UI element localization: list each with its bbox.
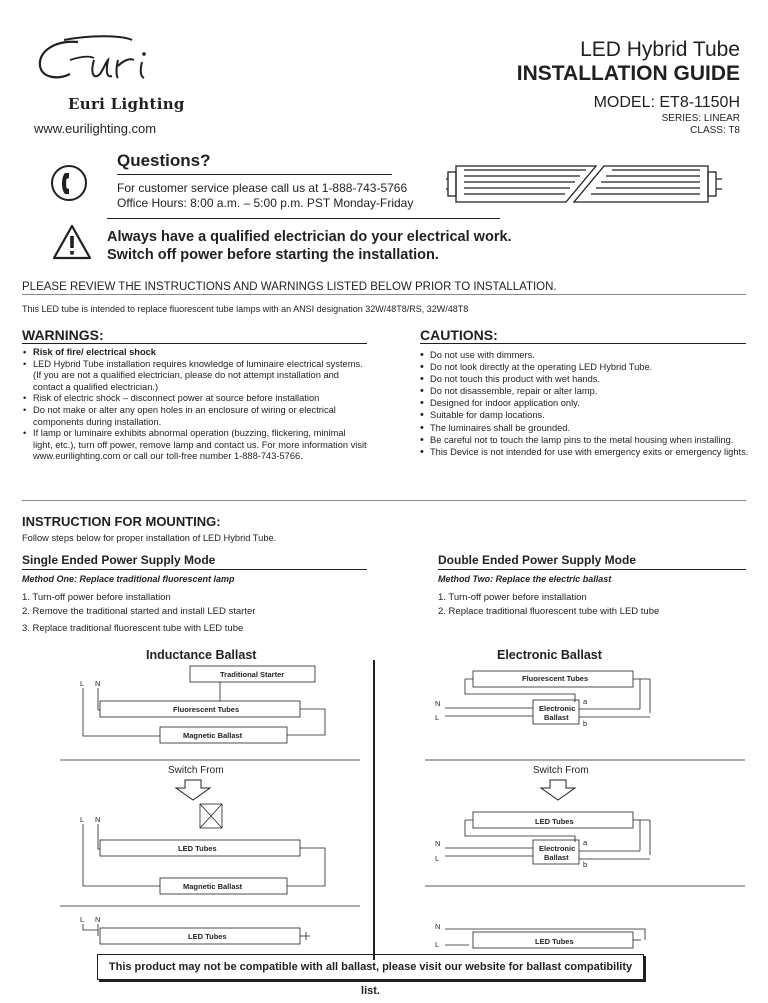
compatibility-notice: This product may not be compatible with …: [97, 954, 644, 997]
single-step: 3. Replace traditional fluorescent tube …: [22, 623, 244, 634]
double-step: 1. Turn-off power before installation: [438, 592, 587, 603]
warning-item: Risk of fire/ electrical shock: [22, 347, 367, 359]
magnetic-ballast-label: Magnetic Ballast: [183, 882, 243, 891]
led-tubes-label: LED Tubes: [178, 844, 217, 853]
electronic-ballast-label: Electronic: [539, 704, 575, 713]
mounting-intro: Follow steps below for proper installati…: [22, 533, 277, 543]
single-step: 1. Turn-off power before installation: [22, 592, 171, 603]
a-label: a: [583, 838, 588, 847]
led-tubes-label: LED Tubes: [535, 817, 574, 826]
L-label: L: [80, 679, 84, 688]
N-label: N: [95, 679, 100, 688]
website-link[interactable]: www.eurilighting.com: [34, 121, 157, 136]
double-step: 2. Replace traditional fluorescent tube …: [438, 606, 660, 617]
class-label: CLASS: T8: [690, 125, 740, 136]
b-label: b: [583, 719, 587, 728]
L-label: L: [435, 940, 439, 949]
N-label: N: [435, 839, 440, 848]
inductance-ballast-diagram: L N Traditional Starter Fluorescent Tube…: [60, 665, 360, 945]
single-method: Method One: Replace traditional fluoresc…: [22, 574, 235, 584]
caution-item: Do not touch this product with wet hands…: [420, 373, 750, 385]
questions-rule: [117, 174, 392, 175]
a-label: a: [583, 697, 588, 706]
led-tubes-label: LED Tubes: [535, 937, 574, 946]
warnings-list: Risk of fire/ electrical shock LED Hybri…: [22, 347, 367, 463]
caution-item: Be careful not to touch the lamp pins to…: [420, 434, 750, 446]
led-tube-illustration: [446, 165, 722, 203]
electronic-ballast-diagram: Fluorescent Tubes N L Electronic Ballast…: [425, 670, 745, 949]
model-number: MODEL: ET8-1150H: [593, 94, 740, 111]
electronic-ballast-label: Electronic: [539, 844, 575, 853]
L-label: L: [80, 915, 84, 924]
customer-service-text: For customer service please call us at 1…: [117, 181, 408, 195]
brand-name: Euri Lighting: [68, 95, 185, 113]
traditional-starter-label: Traditional Starter: [220, 670, 284, 679]
led-tubes-label: LED Tubes: [188, 932, 227, 941]
alert-rule: [107, 218, 500, 219]
electronic-ballast-title: Electronic Ballast: [497, 648, 602, 662]
warning-triangle-icon: [52, 224, 92, 260]
caution-item: Do not disassemble, repair or alter lamp…: [420, 385, 750, 397]
electronic-ballast-label: Ballast: [544, 853, 569, 862]
caution-item: Do not use with dimmers.: [420, 349, 750, 361]
N-label: N: [435, 699, 440, 708]
switch-from-label: Switch From: [168, 765, 224, 776]
product-title: LED Hybrid Tube: [580, 38, 740, 61]
euri-logo: [38, 35, 146, 79]
fluorescent-tubes-label: Fluorescent Tubes: [522, 674, 588, 683]
caution-item: The luminaires shall be grounded.: [420, 422, 750, 434]
L-label: L: [435, 713, 439, 722]
alert-line-1: Always have a qualified electrician do y…: [107, 229, 512, 245]
alert-line-2: Switch off power before starting the ins…: [107, 247, 439, 263]
intended-use-text: This LED tube is intended to replace flu…: [22, 304, 469, 314]
warnings-rule: [22, 343, 367, 344]
mounting-heading: INSTRUCTION FOR MOUNTING:: [22, 514, 221, 529]
diagram-divider: [373, 660, 375, 960]
review-rule: [22, 294, 746, 295]
warning-item: If lamp or luminaire exhibits abnormal o…: [22, 428, 367, 463]
office-hours-text: Office Hours: 8:00 a.m. – 5:00 p.m. PST …: [117, 196, 414, 210]
electronic-ballast-label: Ballast: [544, 713, 569, 722]
double-method: Method Two: Replace the electric ballast: [438, 574, 612, 584]
N-label: N: [95, 815, 100, 824]
questions-heading: Questions?: [117, 151, 211, 170]
phone-icon: [51, 165, 87, 201]
single-step: 2. Remove the traditional started and in…: [22, 606, 256, 617]
N-label: N: [435, 922, 440, 931]
caution-item: This Device is not intended for use with…: [420, 446, 750, 458]
inductance-ballast-title: Inductance Ballast: [146, 648, 257, 662]
warning-item: Do not make or alter any open holes in a…: [22, 405, 367, 428]
L-label: L: [435, 854, 439, 863]
cautions-heading: CAUTIONS:: [420, 327, 498, 343]
caution-item: Suitable for damp locations.: [420, 409, 750, 421]
cautions-rule: [420, 343, 746, 344]
caution-item: Do not look directly at the operating LE…: [420, 361, 750, 373]
warnings-heading: WARNINGS:: [22, 327, 104, 343]
review-notice: PLEASE REVIEW THE INSTRUCTIONS AND WARNI…: [22, 281, 557, 293]
b-label: b: [583, 860, 587, 869]
series-label: SERIES: LINEAR: [661, 113, 740, 124]
warning-item: Risk of electric shock – disconnect powe…: [22, 393, 367, 405]
double-mode-heading: Double Ended Power Supply Mode: [438, 553, 637, 567]
N-label: N: [95, 915, 100, 924]
double-mode-rule: [438, 569, 746, 570]
single-mode-heading: Single Ended Power Supply Mode: [22, 553, 216, 567]
caution-item: Designed for indoor application only.: [420, 397, 750, 409]
fluorescent-tubes-label: Fluorescent Tubes: [173, 705, 239, 714]
L-label: L: [80, 815, 84, 824]
switch-from-label: Switch From: [533, 765, 589, 776]
warning-item: LED Hybrid Tube installation requires kn…: [22, 359, 367, 394]
section-divider: [22, 500, 746, 501]
cautions-list: Do not use with dimmers. Do not look dir…: [420, 349, 750, 458]
single-mode-rule: [22, 569, 367, 570]
magnetic-ballast-label: Magnetic Ballast: [183, 731, 243, 740]
document-title: INSTALLATION GUIDE: [516, 62, 740, 85]
